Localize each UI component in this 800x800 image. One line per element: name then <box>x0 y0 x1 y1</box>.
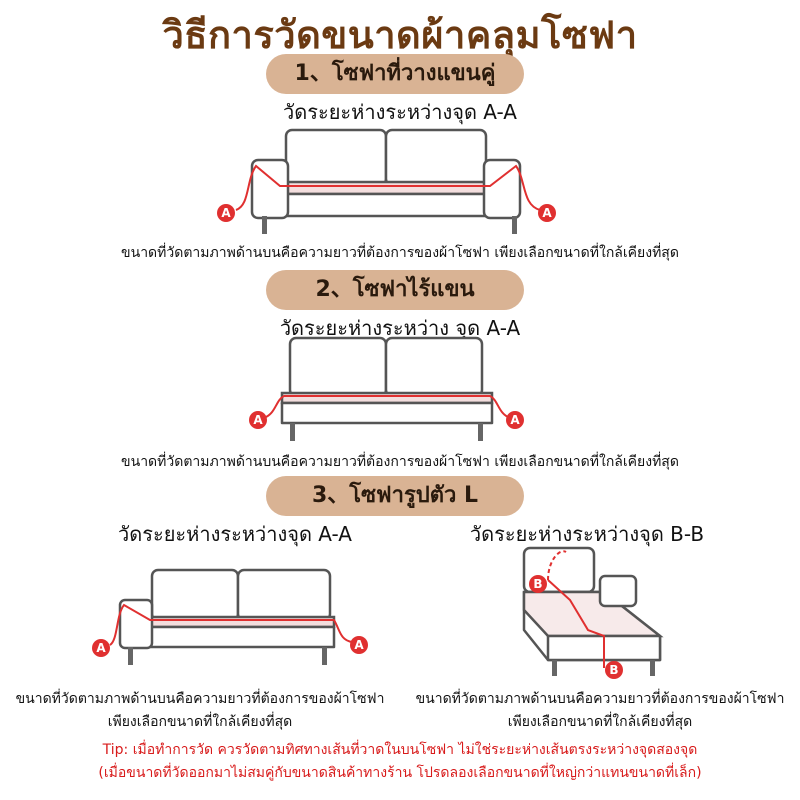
page-title: วิธีการวัดขนาดผ้าคลุมโซฟา <box>162 13 638 57</box>
section-2-instruction: วัดระยะห่างระหว่าง จุด A-A <box>279 316 521 340</box>
section-3-left-note-1: ขนาดที่วัดตามภาพด้านบนคือความยาวที่ต้องก… <box>15 691 385 707</box>
section-1-label: 1、โซฟาที่วางแขนคู่ <box>266 54 524 94</box>
svg-text:A: A <box>221 206 231 220</box>
section-2-label: 2、โซฟาไร้แขน <box>266 270 524 310</box>
marker-a-left: A <box>249 411 267 429</box>
svg-text:B: B <box>533 577 542 591</box>
svg-text:A: A <box>542 206 552 220</box>
tip-line-1: Tip: เมื่อทำการวัด ควรวัดตามทิศทางเส้นที… <box>102 742 698 758</box>
tip-line-2: (เมื่อขนาดที่วัดออกมาไม่สมคู่กับขนาดสินค… <box>98 765 702 781</box>
section-3-left-instruction: วัดระยะห่างระหว่างจุด A-A <box>117 522 352 546</box>
marker-b-bottom: B <box>605 661 623 679</box>
section-3-label: 3、โซฟารูปตัว L <box>266 476 524 516</box>
marker-a-right: A <box>538 204 556 222</box>
section-3-right-note-2: เพียงเลือกขนาดที่ใกล้เคียงที่สุด <box>507 714 693 730</box>
marker-a-left: A <box>92 639 110 657</box>
section-3-left-note-2: เพียงเลือกขนาดที่ใกล้เคียงที่สุด <box>107 714 293 730</box>
svg-text:B: B <box>609 663 618 677</box>
section-3-right-instruction: วัดระยะห่างระหว่างจุด B-B <box>469 522 705 546</box>
section-3-right-note-1: ขนาดที่วัดตามภาพด้านบนคือความยาวที่ต้องก… <box>415 691 785 707</box>
svg-text:A: A <box>354 638 364 652</box>
marker-a-left: A <box>217 204 235 222</box>
svg-text:A: A <box>96 641 106 655</box>
marker-a-right: A <box>506 411 524 429</box>
section-2-note: ขนาดที่วัดตามภาพด้านบนคือความยาวที่ต้องก… <box>121 454 679 470</box>
svg-text:A: A <box>510 413 520 427</box>
marker-a-right: A <box>350 636 368 654</box>
section-1-note: ขนาดที่วัดตามภาพด้านบนคือความยาวที่ต้องก… <box>121 245 679 261</box>
marker-b-top: B <box>529 575 547 593</box>
section-1-instruction: วัดระยะห่างระหว่างจุด A-A <box>282 100 517 124</box>
svg-text:A: A <box>253 413 263 427</box>
